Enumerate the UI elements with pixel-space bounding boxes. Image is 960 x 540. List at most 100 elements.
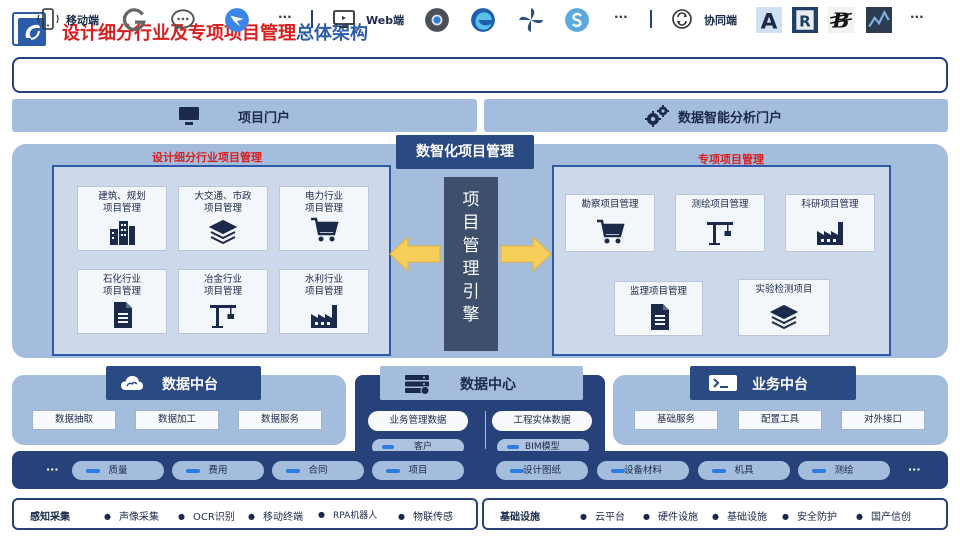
a-app-icon[interactable]: A	[756, 7, 782, 35]
engineering-data-pill[interactable]: 工程实体数据	[492, 411, 592, 431]
data-pill-contract[interactable]: 合同	[272, 461, 364, 480]
config-tool-box[interactable]: 配置工具	[738, 410, 822, 430]
web-label: Web端	[366, 14, 405, 27]
business-platform-title: 业务中台	[752, 377, 808, 393]
client-bar	[12, 57, 948, 93]
pill-dash	[86, 469, 100, 473]
mobile-label: 移动端	[66, 14, 99, 27]
page-title: 设计细分行业及专项项目管理总体架构	[62, 19, 368, 45]
pill-label: 客户	[414, 442, 433, 452]
card-label: 监理项目管理	[629, 286, 687, 297]
revit-icon[interactable]: R	[792, 7, 818, 33]
card-line2: 项目管理	[102, 203, 141, 214]
collab-label: 协同端	[704, 14, 737, 27]
analytics-portal[interactable]	[484, 99, 948, 132]
card-metallurgy[interactable]: 冶金行业项目管理	[178, 269, 268, 334]
chart-app-icon[interactable]	[866, 7, 892, 33]
infra-item[interactable]: 基础设施	[712, 508, 767, 523]
card-water[interactable]: 水利行业项目管理	[279, 269, 369, 334]
sensing-item[interactable]: 物联传感	[398, 508, 453, 523]
data-pill-cost[interactable]: 费用	[172, 461, 264, 480]
sensing-item[interactable]: 声像采集	[104, 508, 159, 523]
card-architecture[interactable]: 建筑、规划项目管理	[77, 186, 167, 251]
web-more[interactable]: ···	[614, 10, 628, 24]
card-line1: 水利行业	[304, 274, 343, 285]
engine-char: 擎	[462, 305, 480, 325]
data-process-box[interactable]: 数据加工	[135, 410, 219, 430]
data-platform-header: 数据中台	[106, 366, 261, 400]
pill-label: 设备材料	[623, 465, 662, 476]
pill-label: 项目	[408, 465, 428, 476]
data-bar-more-right[interactable]: ···	[908, 463, 921, 476]
industry-pm-title: 设计细分行业项目管理	[152, 151, 262, 164]
monitor-icon	[178, 106, 200, 126]
data-center-divider	[485, 411, 486, 449]
g-app-icon[interactable]	[122, 7, 146, 32]
data-pill-surveying[interactable]: 测绘	[798, 461, 890, 480]
business-data-pill[interactable]: 业务管理数据	[368, 411, 468, 431]
pill-label: 机具	[734, 465, 754, 476]
sensing-item[interactable]: OCR识别	[178, 508, 235, 523]
data-extract-box[interactable]: 数据抽取	[32, 410, 116, 430]
document-icon	[644, 302, 674, 332]
b-app-icon[interactable]: B	[828, 7, 854, 33]
card-power[interactable]: 电力行业项目管理	[279, 186, 369, 251]
engine-char: 理	[462, 259, 480, 279]
card-label: 实验检测项目	[755, 284, 813, 295]
s-app-icon[interactable]	[564, 7, 589, 32]
chrome-icon[interactable]	[424, 7, 449, 32]
pill-dash	[386, 469, 400, 473]
external-api-box[interactable]: 对外接口	[841, 410, 925, 430]
data-service-box[interactable]: 数据服务	[238, 410, 322, 430]
card-petrochemical[interactable]: 石化行业项目管理	[77, 269, 167, 334]
monitor-icon	[332, 7, 356, 31]
data-pill-quality[interactable]: 质量	[72, 461, 164, 480]
special-pm-title: 专项项目管理	[698, 153, 764, 166]
client-divider	[311, 10, 313, 28]
infra-item[interactable]: 云平台	[580, 508, 625, 523]
project-portal-label: 项目门户	[238, 111, 291, 126]
pill-dash	[186, 469, 200, 473]
card-label: 测绘项目管理	[691, 199, 749, 210]
dingtalk-icon[interactable]	[224, 7, 249, 32]
card-mapping[interactable]: 测绘项目管理	[675, 194, 765, 252]
infra-item[interactable]: 国产信创	[856, 508, 911, 523]
basic-service-box[interactable]: 基础服务	[634, 410, 718, 430]
infra-item[interactable]: 安全防护	[782, 508, 837, 523]
card-transport[interactable]: 大交通、市政项目管理	[178, 186, 268, 251]
data-pill-project[interactable]: 项目	[372, 461, 464, 480]
crane-icon	[705, 217, 735, 247]
card-supervision[interactable]: 监理项目管理	[614, 281, 703, 336]
card-line1: 电力行业	[304, 191, 343, 202]
card-research[interactable]: 科研项目管理	[785, 194, 875, 252]
pm-engine: 项 目 管 理 引 擎	[444, 177, 498, 351]
pill-label: BIM模型	[525, 442, 560, 452]
card-label: 勘察项目管理	[581, 199, 639, 210]
sensing-item[interactable]: 移动终端	[248, 508, 303, 523]
mobile-more[interactable]: ···	[278, 10, 292, 24]
data-center-header: 数据中心	[380, 366, 583, 400]
title-blue: 总体架构	[296, 23, 368, 44]
infra-item[interactable]: 硬件设施	[643, 508, 698, 523]
data-pill-machinery[interactable]: 机具	[698, 461, 790, 480]
analytics-portal-label: 数据智能分析门户	[678, 111, 783, 126]
data-pill-equipment[interactable]: 设备材料	[597, 461, 689, 480]
chat-app-icon[interactable]	[170, 7, 195, 31]
card-survey[interactable]: 勘察项目管理	[565, 194, 655, 252]
data-bar-more-left[interactable]: ···	[46, 463, 59, 476]
collab-more[interactable]: ···	[910, 10, 924, 24]
engine-char: 管	[462, 236, 480, 256]
pill-label: 质量	[108, 465, 128, 476]
sensing-item[interactable]: RPA机器人	[318, 508, 377, 521]
pinwheel-app-icon[interactable]	[518, 7, 543, 32]
cart-icon	[595, 217, 625, 247]
data-pill-drawings[interactable]: 设计图纸	[496, 461, 588, 480]
card-lab-testing[interactable]: 实验检测项目	[738, 279, 830, 336]
card-line2: 项目管理	[304, 203, 343, 214]
project-portal[interactable]	[12, 99, 477, 132]
card-line1: 建筑、规划	[98, 191, 146, 202]
edge-icon[interactable]	[470, 7, 495, 32]
gears-icon	[644, 104, 670, 128]
cart-icon	[309, 215, 339, 245]
svg-text:A: A	[761, 10, 778, 33]
